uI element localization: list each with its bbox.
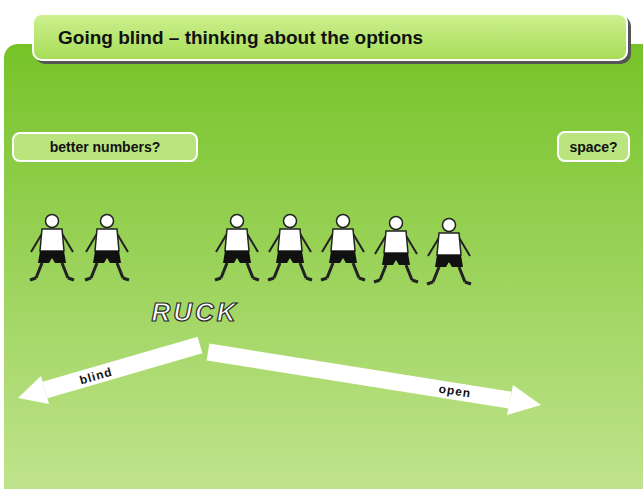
player-figure: [427, 219, 471, 285]
open-arrow-head: [507, 385, 541, 415]
question-box: space?: [557, 131, 630, 162]
open-arrow-shaft: [208, 352, 510, 400]
player-figure: [30, 215, 74, 281]
green-panel: [4, 44, 643, 489]
blind-arrow-head: [18, 376, 49, 404]
player-figure: [374, 217, 418, 283]
title-text: Going blind – thinking about the options: [58, 27, 423, 49]
ruck-label: RUCK: [151, 299, 238, 325]
player-figure: [215, 215, 259, 281]
player-figure: [85, 215, 129, 281]
question-box: better numbers?: [12, 132, 198, 162]
player-figure: [268, 215, 312, 281]
blind-arrow-shaft: [45, 345, 200, 390]
box-label: better numbers?: [50, 139, 160, 155]
box-label: space?: [569, 139, 617, 155]
title-tab: Going blind – thinking about the options: [32, 13, 628, 61]
player-figure: [321, 215, 365, 281]
